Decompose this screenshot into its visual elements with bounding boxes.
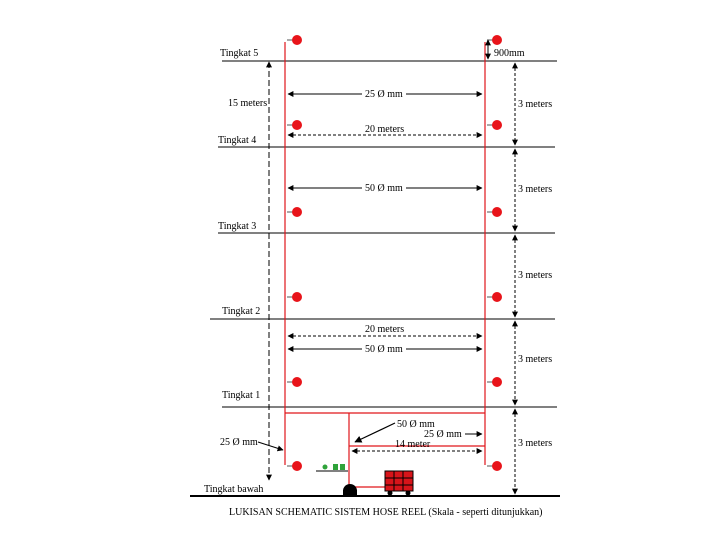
- dim-15m-label: 15 meters: [228, 98, 267, 109]
- floor-label-4: Tingkat 4: [218, 135, 256, 146]
- floor-label-1: Tingkat 1: [222, 390, 260, 401]
- dim-pipe-25-upper-label: 25 Ø mm: [365, 89, 403, 100]
- floor-height-label-3: 3 meters: [518, 270, 552, 281]
- dim-span-upper-label: 20 meters: [365, 124, 404, 135]
- hose-reel-icon: [287, 207, 302, 217]
- floor-label-5: Tingkat 5: [220, 48, 258, 59]
- hose-reel-icon: [287, 35, 302, 45]
- floor-height-label-4: 3 meters: [518, 184, 552, 195]
- floor-label-2: Tingkat 2: [222, 306, 260, 317]
- dim-pipe-50-mid-label: 50 Ø mm: [365, 183, 403, 194]
- dim-900mm: 900mm: [485, 39, 525, 60]
- dim-base: 50 Ø mm 25 Ø mm 14 meter: [351, 419, 483, 454]
- dim-15m: 15 meters: [228, 61, 272, 481]
- supply-pipe: [348, 413, 385, 488]
- diagram-caption: LUKISAN SCHEMATIC SISTEM HOSE REEL (Skal…: [229, 507, 543, 518]
- dim-pipe-50-lower: 50 Ø mm: [287, 343, 483, 355]
- floor-label-3: Tingkat 3: [218, 221, 256, 232]
- hose-reel-icon: [287, 292, 302, 302]
- hose-reel-icon: [287, 377, 302, 387]
- hose-reel-icon: [487, 292, 502, 302]
- water-tank-icon: [316, 464, 348, 472]
- dim-span-lower-label: 20 meters: [365, 324, 404, 335]
- floor-height-label-2: 3 meters: [518, 354, 552, 365]
- dim-pipe-25-base-label: 25 Ø mm: [424, 429, 462, 440]
- floor-height-label-1: 3 meters: [518, 438, 552, 449]
- pump-set-icon: [384, 470, 414, 496]
- hose-reel-icon: [287, 461, 302, 471]
- hose-reels: [287, 35, 502, 471]
- dim-span-upper: 20 meters: [287, 124, 483, 138]
- hose-reel-icon: [487, 35, 502, 45]
- hose-reel-icon: [287, 120, 302, 130]
- dim-span-lower: 20 meters: [287, 324, 483, 339]
- dim-pipe-50-lower-label: 50 Ø mm: [365, 344, 403, 355]
- hose-reel-icon: [487, 120, 502, 130]
- dim-pipe-25-upper: 25 Ø mm: [287, 87, 483, 100]
- floor-height-label-5: 3 meters: [518, 99, 552, 110]
- dim-pipe-50-mid: 50 Ø mm: [287, 181, 483, 194]
- floor-label-ground: Tingkat bawah: [204, 484, 263, 495]
- dim-900mm-label: 900mm: [494, 48, 525, 59]
- hose-reel-icon: [487, 461, 502, 471]
- dim-pipe-25-left: 25 Ø mm: [220, 437, 284, 452]
- hose-reel-icon: [487, 207, 502, 217]
- hose-reel-icon: [487, 377, 502, 387]
- dim-pipe-50-base-label: 50 Ø mm: [397, 419, 435, 430]
- dim-span-base-label: 14 meter: [395, 439, 431, 450]
- dim-pipe-25-left-label: 25 Ø mm: [220, 437, 258, 448]
- pump-icon: [343, 484, 357, 495]
- pipe-network: [284, 42, 486, 488]
